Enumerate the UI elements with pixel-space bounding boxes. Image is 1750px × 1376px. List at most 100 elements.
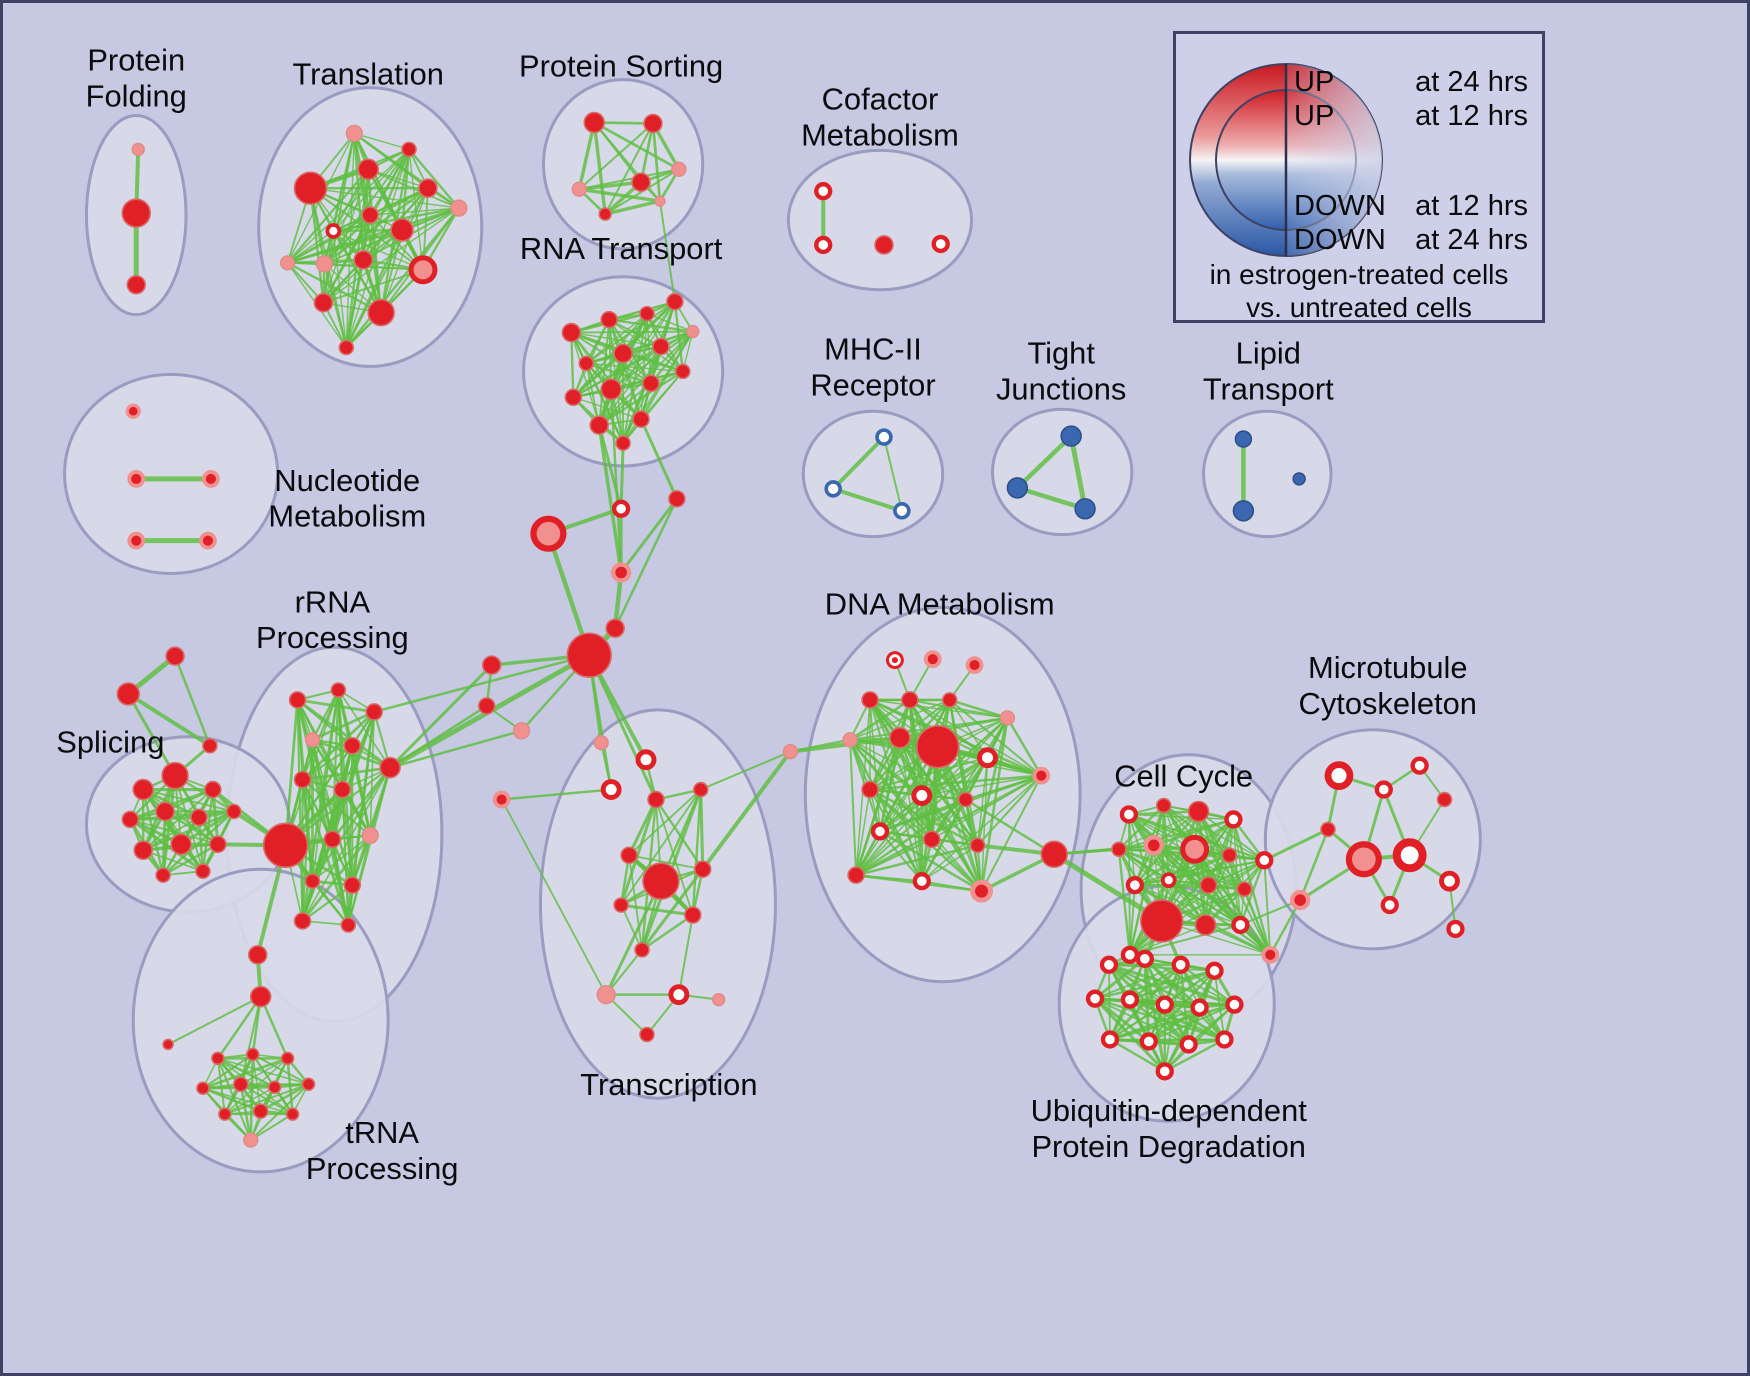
node-tc10 <box>684 906 702 924</box>
node-dm21 <box>970 879 993 903</box>
node-tc2 <box>635 749 657 771</box>
cluster-label-rna-transport: RNA Transport <box>520 231 723 266</box>
network-edge <box>622 352 684 373</box>
network-edge <box>579 187 661 203</box>
node-cc7 <box>1180 834 1210 864</box>
node-lt2 <box>1232 500 1255 522</box>
node-tr11 <box>315 255 334 273</box>
network-edge <box>854 737 902 876</box>
node-mt6 <box>1345 841 1382 878</box>
legend-row-down-24: DOWN at 24 hrs <box>1294 224 1528 257</box>
node-dm18 <box>969 837 986 854</box>
network-edge <box>598 319 611 426</box>
network-edge <box>1094 963 1181 1000</box>
network-edge <box>167 995 262 1046</box>
node-cc14 <box>1140 899 1184 943</box>
network-edge <box>370 207 459 216</box>
node-tc13 <box>668 984 690 1006</box>
network-edge <box>1006 717 1043 777</box>
network-edge <box>572 352 624 398</box>
network-edge <box>362 148 411 261</box>
network-edge <box>1109 1038 1166 1073</box>
network-edge <box>620 904 643 951</box>
node-nm3 <box>202 470 220 488</box>
network-edge <box>619 443 625 509</box>
node-tj3 <box>1074 498 1096 520</box>
network-edge <box>1134 884 1245 890</box>
network-edge <box>651 123 662 202</box>
network-edge <box>1094 997 1150 1043</box>
legend-row-up-12: UP at 12 hrs <box>1294 100 1528 133</box>
network-edge <box>879 830 923 882</box>
network-edge <box>284 699 299 846</box>
network-edge <box>216 1058 252 1141</box>
node-cn7 <box>481 655 502 675</box>
node-mt8 <box>1439 870 1460 892</box>
node-sx2 <box>165 646 185 666</box>
network-edge <box>301 744 353 781</box>
node-dm17 <box>922 830 941 849</box>
network-edge <box>389 664 493 769</box>
network-edge <box>614 498 678 629</box>
node-dm16 <box>870 822 890 841</box>
network-edge <box>909 699 979 846</box>
node-cc15 <box>1194 914 1217 936</box>
node-sx3 <box>202 737 218 754</box>
node-tr7 <box>325 223 342 239</box>
network-edge <box>949 698 1008 720</box>
legend-time-label: at 12 hrs <box>1415 100 1528 132</box>
node-tr2 <box>293 171 328 205</box>
node-tn4 <box>245 1047 260 1062</box>
network-edge <box>323 148 410 265</box>
node-rr4 <box>304 732 321 748</box>
node-nm5 <box>199 531 217 550</box>
network-edge <box>593 121 680 171</box>
node-rt13 <box>589 415 609 435</box>
network-edge <box>311 834 371 882</box>
network-edge <box>1094 969 1215 1000</box>
node-rr7 <box>293 770 312 789</box>
network-edge <box>980 717 1009 892</box>
network-edge <box>1193 848 1272 956</box>
node-sp10 <box>209 835 227 854</box>
node-cf4 <box>931 234 950 254</box>
node-rt7 <box>652 337 670 356</box>
node-ub14 <box>1155 1062 1174 1081</box>
network-edge <box>654 798 704 870</box>
network-edge <box>1094 997 1190 1046</box>
network-edge <box>301 710 376 781</box>
node-dm3 <box>965 656 984 674</box>
node-ub2 <box>1135 949 1154 968</box>
node-tj1 <box>1060 425 1082 447</box>
node-cn6 <box>605 618 625 639</box>
node-cc2 <box>1155 797 1172 814</box>
network-edge <box>1243 888 1272 956</box>
node-rt12 <box>675 363 691 380</box>
network-edge <box>921 775 1042 882</box>
network-edge <box>622 346 663 444</box>
network-edge <box>869 774 1042 791</box>
network-edge <box>1054 844 1154 856</box>
node-tr10 <box>279 255 296 271</box>
network-edge <box>224 1086 275 1115</box>
node-tr13 <box>408 255 438 285</box>
node-mt5 <box>1320 821 1336 838</box>
node-lt3 <box>1292 472 1306 486</box>
legend-caption: in estrogen-treated cells vs. untreated … <box>1176 258 1542 324</box>
network-edge <box>1094 957 1146 1000</box>
node-tn10 <box>218 1107 232 1121</box>
node-tn1 <box>249 985 272 1008</box>
network-edge <box>345 133 355 348</box>
network-edge <box>287 214 371 264</box>
node-sp5 <box>155 801 175 822</box>
network-edge <box>899 737 983 892</box>
node-cc11 <box>1160 872 1177 888</box>
node-tr12 <box>353 250 373 270</box>
cluster-ellipse-tight-junctions <box>990 407 1134 537</box>
network-edge <box>628 854 703 871</box>
network-edge <box>500 799 607 996</box>
network-edge <box>899 716 1008 740</box>
node-mt9 <box>1380 895 1399 915</box>
node-mt11 <box>1446 919 1465 939</box>
